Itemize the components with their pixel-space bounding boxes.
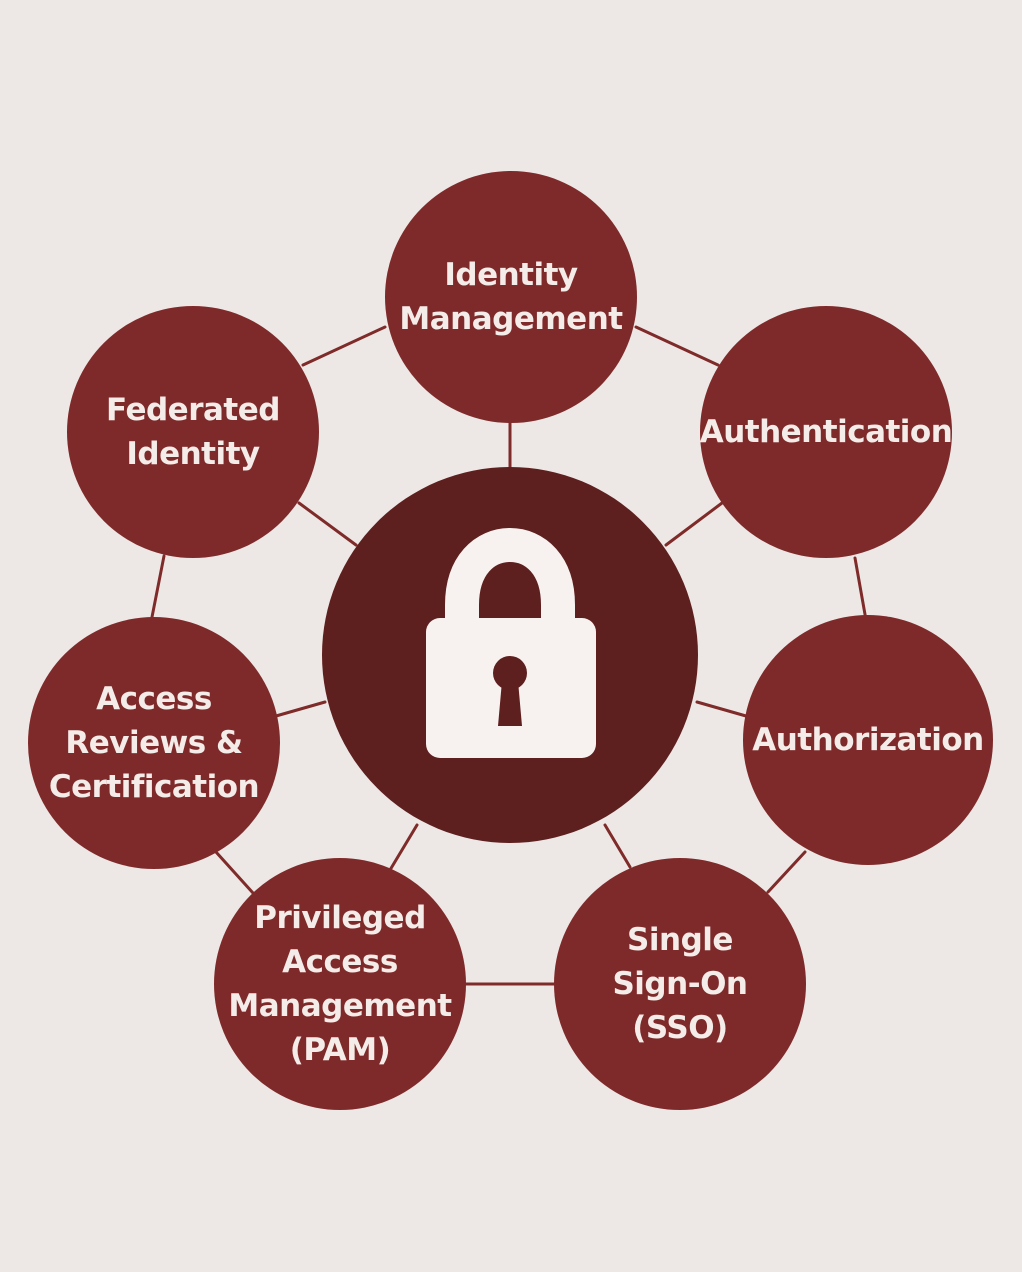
node-label: Access Reviews & Certification	[48, 681, 260, 805]
link-access-reviews-to-federated	[150, 554, 166, 619]
node-access-reviews: Access Reviews & Certification	[28, 617, 280, 869]
node-label: Authentication	[699, 414, 953, 450]
lock-icon	[426, 527, 596, 758]
node-label: Federated Identity	[106, 392, 280, 472]
node-privileged-access-management: Privileged Access Management (PAM)	[214, 858, 466, 1110]
node-identity-management: Identity Management	[385, 171, 637, 423]
central-hub	[322, 467, 698, 843]
node-label: Identity Management	[399, 257, 623, 337]
node-authorization: Authorization	[743, 615, 993, 865]
node-single-sign-on: Single Sign-On (SSO)	[554, 858, 806, 1110]
spoke-access-reviews	[274, 700, 327, 718]
node-label: Privileged Access Management (PAM)	[228, 900, 452, 1068]
spoke-federated	[297, 501, 358, 547]
spoke-authentication	[664, 501, 724, 547]
link-authorization-to-sso	[766, 850, 807, 894]
spoke-sso	[603, 823, 632, 869]
node-authentication: Authentication	[699, 306, 953, 558]
spoke-authorization	[695, 700, 748, 718]
link-pam-to-access-reviews	[214, 850, 255, 895]
node-label: Authorization	[752, 722, 984, 758]
node-federated-identity: Federated Identity	[67, 306, 319, 558]
link-federated-to-identity	[301, 325, 387, 367]
link-authentication-to-authorization	[853, 556, 868, 622]
link-identity-to-authentication	[634, 325, 720, 367]
spoke-pam	[388, 823, 419, 872]
node-label: Single Sign-On (SSO)	[612, 922, 748, 1046]
